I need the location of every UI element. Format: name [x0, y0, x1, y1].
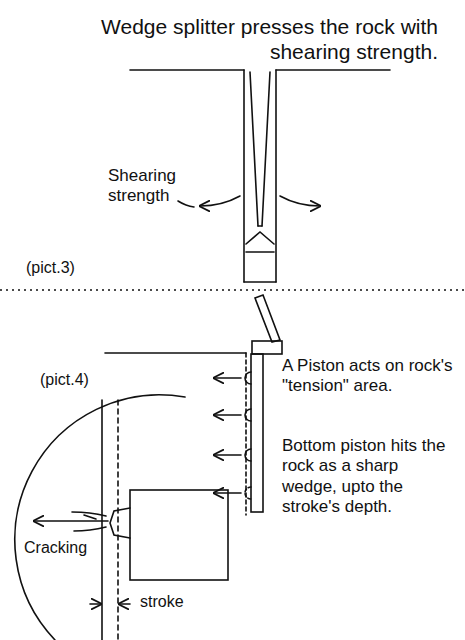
- title-holder: Wedge splitter presses the rock with she…: [48, 14, 438, 64]
- tool-body: [251, 354, 263, 512]
- piston: [245, 372, 251, 384]
- hole-bottom: [244, 281, 276, 283]
- dimension-arrow: [119, 603, 130, 605]
- dimension-arrow: [90, 603, 101, 605]
- leader-line: [178, 201, 194, 207]
- title: Wedge splitter presses the rock with she…: [48, 14, 438, 64]
- piston: [245, 409, 251, 421]
- wedge-line: [250, 72, 258, 226]
- inset-circle: [15, 395, 185, 640]
- inset: [15, 395, 228, 640]
- crack-arrow: [34, 520, 108, 522]
- wedge-line: [262, 72, 270, 226]
- force-arrow: [200, 196, 240, 206]
- force-label: Shearing strength: [108, 166, 200, 207]
- note: A Piston acts on rock's "tension" area.: [282, 356, 454, 397]
- figure-label-holder: (pict.3): [26, 258, 126, 277]
- tool-handle: [255, 295, 280, 342]
- wedge-chevron: [246, 232, 274, 244]
- tool-body: [130, 490, 228, 580]
- tool-head: [252, 341, 282, 354]
- hole-wall: [275, 70, 277, 282]
- divider: [0, 289, 465, 290]
- crack-lines: [72, 512, 106, 531]
- crack-label: Cracking: [24, 538, 87, 557]
- force-arrow: [280, 196, 320, 206]
- force-label-holder: Shearing strength: [108, 166, 200, 207]
- figure-label-holder: (pict.4): [40, 370, 140, 389]
- hole-wall: [243, 70, 245, 282]
- force-arrow: [214, 414, 241, 416]
- rock-surface: [105, 352, 246, 354]
- force-arrow: [214, 377, 241, 379]
- dimension-label-holder: stroke: [140, 592, 230, 611]
- force-arrow: [214, 454, 241, 456]
- pict4: [105, 295, 282, 515]
- figure-label: (pict.4): [40, 370, 89, 389]
- figure-label: (pict.3): [26, 258, 75, 277]
- piston: [110, 508, 130, 538]
- dimension-label: stroke: [140, 592, 184, 611]
- rock-surface: [130, 69, 244, 71]
- wedge-tip: [258, 225, 262, 227]
- piston: [245, 487, 251, 499]
- rock-surface: [276, 69, 390, 71]
- wedge-base: [246, 251, 274, 253]
- note-holder: A Piston acts on rock's "tension" area.: [282, 356, 454, 397]
- note-holder: Bottom piston hits the rock as a sharp w…: [282, 436, 450, 518]
- note: Bottom piston hits the rock as a sharp w…: [282, 436, 450, 518]
- crack-label-holder: Cracking: [24, 538, 100, 557]
- piston: [245, 449, 251, 461]
